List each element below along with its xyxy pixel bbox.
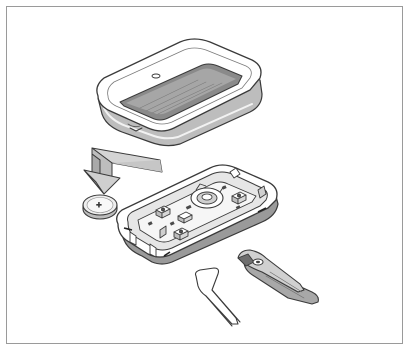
flat-tool [196, 268, 241, 326]
battery-polarity-mark: + [96, 201, 102, 209]
clipper-tool [238, 250, 318, 304]
key-fob-cover [97, 39, 262, 146]
coin-battery: + [83, 195, 117, 219]
circuit-base [117, 165, 278, 264]
insertion-arrow [84, 148, 162, 194]
